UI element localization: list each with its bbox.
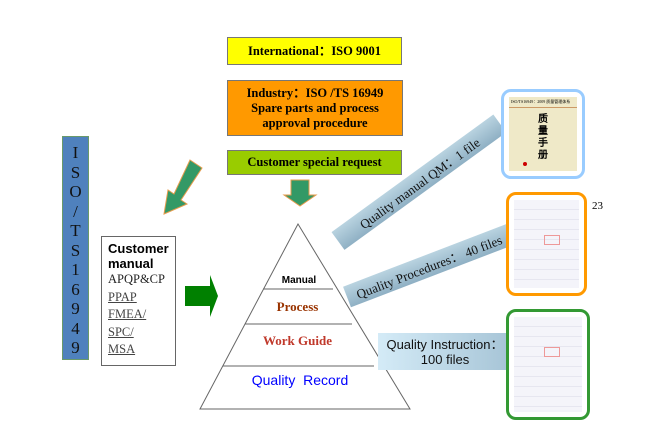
pyramid (199, 222, 411, 410)
iso-char: S (70, 162, 81, 182)
quality-instruction-thumbnail (506, 309, 590, 420)
pyramid-level-quality-record: Quality Record (251, 372, 349, 388)
manual-title-char: 册 (538, 150, 548, 161)
customer-manual-box: Customer manual APQP&CP PPAP FMEA/ SPC/ … (101, 236, 176, 366)
iso-char: I (72, 143, 79, 162)
banner-instruction-line-2: 100 files (420, 351, 470, 367)
quality-procedure-thumbnail (506, 192, 587, 296)
industry-box: Industry：ISO /TS 16949 Spare parts and p… (227, 80, 403, 136)
iso-char: O (69, 182, 82, 201)
iso-char: 1 (71, 260, 80, 279)
stamp-icon (544, 347, 560, 357)
page-number: 23 (592, 200, 603, 212)
industry-line-1: Industry：ISO /TS 16949 (246, 85, 384, 100)
item-spc: SPC/ (108, 324, 134, 339)
quality-manual-thumbnail: ISO/TS16949：2009 质量管理体系 质 量 手 册 (501, 89, 585, 179)
customer-manual-title-2: manual (108, 256, 154, 271)
iso-ts-16949-column: I S O / T S 1 6 9 4 9 (62, 136, 89, 360)
item-apqp: APQP&CP (108, 272, 165, 286)
international-box: International：ISO 9001 (227, 37, 402, 65)
down-arrow (282, 179, 318, 207)
iso-char: 9 (71, 299, 80, 318)
item-msa: MSA (108, 342, 136, 356)
item-fmea: FMEA/ (108, 307, 147, 321)
industry-line-3: approval procedure (262, 115, 368, 130)
iso-char: 4 (71, 318, 80, 338)
iso-char: 6 (71, 279, 80, 299)
pyramid-level-manual: Manual (281, 275, 317, 286)
stamp-icon (544, 235, 560, 245)
iso-char: 9 (71, 338, 80, 357)
pyramid-level-work-guide: Work Guide (263, 333, 332, 348)
manual-title-char: 手 (538, 138, 548, 149)
manual-cover: ISO/TS16949：2009 质量管理体系 质 量 手 册 (509, 97, 577, 171)
procedure-page (514, 200, 579, 288)
iso-char: / (73, 201, 78, 221)
pyramid-level-process: Process (276, 299, 319, 314)
logo-icon (523, 162, 527, 166)
instruction-page (514, 317, 582, 412)
manual-title-char: 质 (538, 114, 548, 125)
right-arrow (185, 275, 218, 317)
industry-line-2: Spare parts and process (251, 100, 379, 115)
iso-char: S (70, 240, 81, 260)
item-ppap: PPAP (108, 289, 137, 304)
diagonal-arrow (163, 159, 203, 215)
customer-special-label: Customer special request (247, 155, 382, 169)
customer-special-box: Customer special request (227, 150, 402, 175)
banner-quality-instruction: Quality Instruction： 100 files (378, 333, 512, 370)
manual-title-char: 量 (538, 126, 548, 137)
iso-char: T (70, 221, 81, 240)
manual-cover-header: ISO/TS16949：2009 质量管理体系 (509, 97, 577, 108)
international-label: International：ISO 9001 (247, 43, 381, 58)
customer-manual-title-1: Customer (108, 241, 169, 256)
banner-instruction-line-1: Quality Instruction： (386, 336, 504, 352)
